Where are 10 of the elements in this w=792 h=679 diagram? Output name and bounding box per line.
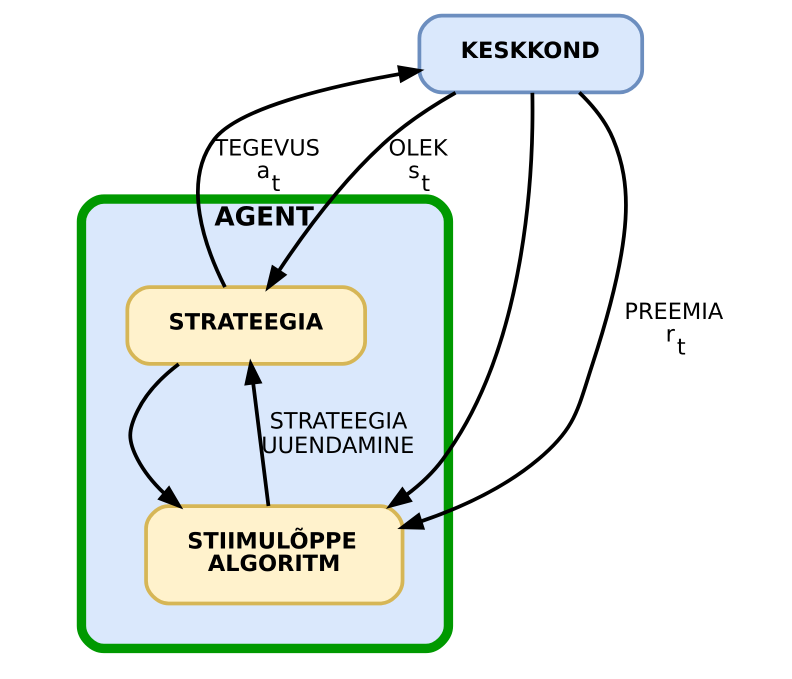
- arrow: [397, 91, 628, 530]
- arrow: [265, 91, 456, 292]
- arrow: [128, 362, 184, 510]
- node-box: STIIMULÕPPE ALGORITM: [144, 504, 404, 606]
- node-box: STRATEEGIA: [125, 285, 367, 366]
- arrow: [196, 65, 425, 288]
- arrow: [386, 92, 534, 509]
- arrow: [244, 358, 270, 506]
- edge-label: STRATEEGIA UUENDAMINE: [261, 408, 414, 459]
- node-box: KESKKOND: [418, 14, 644, 94]
